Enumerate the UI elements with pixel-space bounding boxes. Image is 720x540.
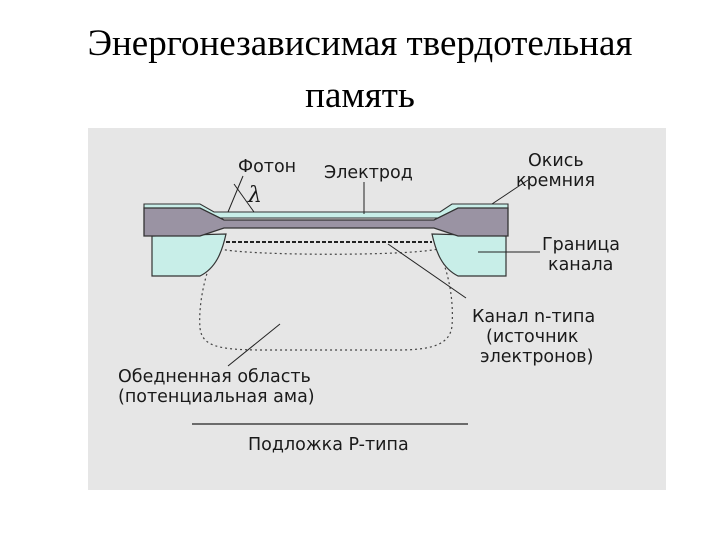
title-line-2: память xyxy=(305,75,415,116)
depletion-leader xyxy=(227,323,281,367)
label-oxide-2: кремния xyxy=(516,171,595,191)
right-oxide-region xyxy=(431,233,507,277)
memory-cell-diagram: Фотон λ Электрод Окись кремния Граница к… xyxy=(88,128,666,490)
electrode xyxy=(143,207,509,237)
depletion-region xyxy=(199,245,453,351)
label-lambda: λ xyxy=(247,183,262,208)
label-depletion-1: Обедненная область xyxy=(118,367,311,387)
label-boundary-2: канала xyxy=(548,255,613,275)
diagram-panel xyxy=(88,128,666,490)
channel-leader xyxy=(387,243,467,299)
label-depletion-2: (потенциальная ама) xyxy=(118,387,315,407)
label-channel-3: электронов) xyxy=(480,347,593,367)
lambda-leader xyxy=(233,183,255,213)
label-electrode: Электрод xyxy=(324,163,413,183)
slide-title: Энергонезависимая твердотельная память xyxy=(0,18,720,122)
channel-boundary-curve xyxy=(219,248,439,255)
label-photon: Фотон xyxy=(238,157,296,177)
left-oxide-region xyxy=(151,233,227,277)
label-substrate: Подложка P-типа xyxy=(248,435,409,455)
label-boundary-1: Граница xyxy=(542,235,620,255)
oxide-leader xyxy=(491,179,529,205)
title-line-1: Энергонезависимая твердотельная xyxy=(87,23,633,64)
label-channel-1: Канал n-типа xyxy=(472,307,595,327)
label-channel-2: (источник xyxy=(486,327,578,347)
photon-leader xyxy=(227,175,244,213)
label-oxide-1: Окись xyxy=(528,151,584,171)
